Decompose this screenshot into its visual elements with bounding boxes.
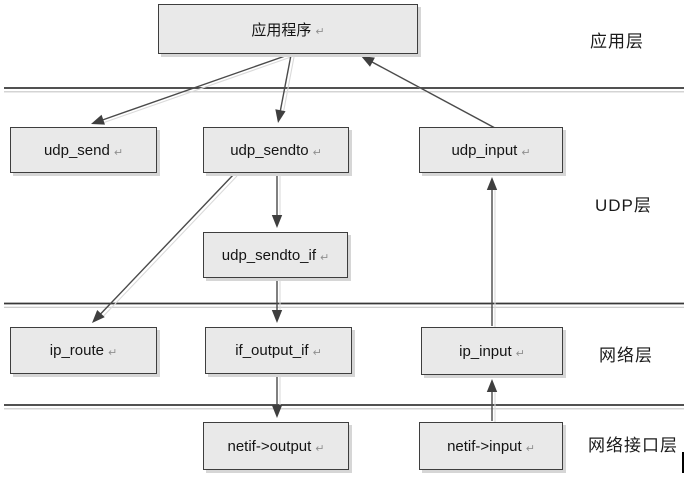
paragraph-return-icon: ↵	[315, 442, 325, 455]
arrowhead-icon	[275, 109, 286, 123]
edge-shadow	[282, 56, 295, 115]
edge-line	[279, 54, 292, 113]
arrowhead-icon	[271, 215, 283, 228]
node-if_output_if: if_output_if↵	[205, 327, 352, 374]
paragraph-return-icon: ↵	[312, 347, 322, 359]
node-label: udp_sendto_if	[221, 246, 317, 264]
arrowhead-icon	[271, 405, 283, 418]
edge-app-to-udp_sendto	[275, 54, 295, 123]
node-udp_sendto: udp_sendto↵	[203, 127, 349, 173]
node-label: ip_input	[459, 342, 512, 360]
edge-udp_sendto-to-udp_sendto_if	[271, 174, 283, 228]
edge-netif_input-to-ip_input	[486, 379, 498, 423]
edge-line	[101, 54, 289, 122]
node-label: ip_route	[49, 342, 104, 359]
paragraph-return-icon: ↵	[525, 442, 535, 455]
paragraph-return-icon: ↵	[521, 146, 531, 159]
node-ip_route: ip_route ↵	[10, 327, 157, 374]
edge-line	[370, 60, 496, 129]
node-netif_output: netif->output↵	[203, 422, 349, 470]
node-ip_input: ip_input↵	[421, 327, 563, 375]
node-label: udp_sendto	[230, 141, 309, 159]
paragraph-return-icon: ↵	[108, 347, 118, 359]
text-cursor-bar	[682, 452, 684, 473]
edge-udp_sendto_if-to-if_output_if	[271, 279, 283, 323]
node-netif_input: netif->input↵	[419, 422, 563, 470]
node-udp_sendto_if: udp_sendto_if↵	[203, 232, 348, 278]
arrowhead-icon	[486, 177, 498, 190]
node-app: 应用程序↵	[158, 4, 418, 54]
paragraph-return-icon: ↵	[515, 347, 525, 360]
edge-udp_input-to-app	[361, 56, 499, 131]
paragraph-return-icon: ↵	[312, 146, 322, 159]
edge-app-to-udp_send	[91, 54, 292, 125]
arrowhead-icon	[361, 56, 375, 67]
edge-ip_input-to-udp_input	[486, 177, 498, 328]
arrowhead-icon	[486, 379, 498, 392]
paragraph-return-icon: ↵	[315, 25, 325, 38]
node-label: netif->input	[447, 437, 522, 455]
layer-label-network-layer: 网络层	[599, 346, 653, 365]
node-label: udp_input	[451, 141, 518, 159]
paragraph-return-icon: ↵	[113, 146, 124, 159]
node-udp_input: udp_input↵	[419, 127, 563, 173]
arrowhead-icon	[92, 310, 105, 323]
edge-if_output_if-to-netif_output	[271, 375, 283, 418]
arrowhead-icon	[91, 114, 105, 125]
edge-shadow	[373, 62, 499, 131]
layer-label-interface-layer: 网络接口层	[588, 436, 678, 455]
node-label: udp_send	[43, 141, 110, 159]
arrowhead-icon	[271, 310, 283, 323]
node-label: if_output_if	[235, 342, 309, 359]
layer-label-udp-layer: UDP层	[595, 196, 652, 215]
node-label: 应用程序	[251, 21, 312, 39]
edge-shadow	[104, 56, 292, 123]
node-udp_send: udp_send↵	[10, 127, 157, 173]
layer-label-app-layer: 应用层	[590, 32, 644, 51]
node-label: netif->output	[227, 437, 312, 455]
paragraph-return-icon: ↵	[320, 251, 330, 264]
